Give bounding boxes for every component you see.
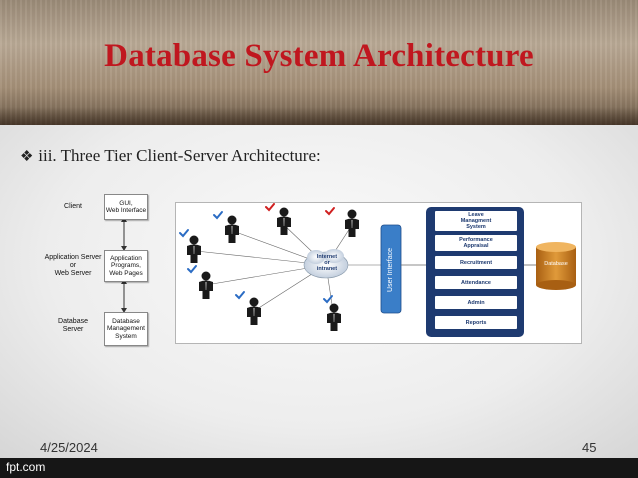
check-icon [323,295,333,304]
user-icon [327,303,341,331]
dbms-box-line1: Database [112,317,140,325]
check-icon [325,207,335,216]
dbms-box-line2: Management [107,325,145,333]
check-icon [179,229,189,238]
cloud-label-line3: intranet [316,266,338,272]
user-icon [277,207,291,235]
footer-bar: fpt.com [0,458,638,478]
check-icon [235,291,245,300]
db-server-label-line1: Database [58,318,88,325]
hr-system-diagram: Internet or intranet User Interface Leav… [175,202,582,344]
arrow-down-icon [121,308,127,313]
app-server-label-line2: or [69,262,77,269]
gui-box-line1: GUI, [119,199,133,207]
db-server-label: Database Server [52,318,94,334]
app-box-line2: Programs, [111,262,141,270]
user-icon [187,235,201,263]
gui-box-line2: Web Interface [105,207,147,214]
module-label-line2: Managment [460,218,492,224]
cloud-label-line1: Internet [316,254,338,260]
module-recruitment: Recruitment [434,255,518,270]
title-banner [0,0,638,125]
gui-box: GUI,Web Interface [104,194,148,220]
module-reports: Reports [434,315,518,330]
check-icon [213,211,223,220]
brand-link[interactable]: fpt.com [6,460,46,474]
user-icon [247,297,261,325]
check-icon [187,265,197,274]
arrow-down-icon [121,246,127,251]
module-attendance: Attendance [434,275,518,290]
database-label: Database [544,261,568,267]
slide-page-number: 45 [582,440,597,455]
user-icon [199,271,213,299]
slide-date: 4/25/2024 [40,440,98,455]
module-label-line2: Appraisal [463,243,489,249]
app-server-label-line3: Web Server [54,270,92,277]
app-server-label-line1: Application Server [44,254,102,261]
cloud-icon [303,249,349,279]
app-box-line1: Application [110,254,142,262]
network-graphic [179,203,576,337]
cloud-label: Internet or intranet [312,254,342,272]
user-interface-label: User Interface [387,248,394,292]
module-admin: Admin [434,295,518,310]
cloud-label-line2: or [324,260,330,266]
bullet-point: ❖ iii. Three Tier Client-Server Architec… [20,146,321,166]
client-label: Client [64,203,82,210]
module-label-line1: Performance [459,237,493,243]
dbms-box-line3: System [115,332,137,340]
user-icon [225,215,239,243]
check-icon [265,203,275,212]
check-marks [179,203,335,304]
module-label-line1: Leave [468,212,484,218]
network-links [195,224,381,312]
app-server-label: Application Server or Web Server [42,254,104,278]
user-interface-bar [380,224,402,314]
diamond-bullet-icon: ❖ [20,149,34,165]
bullet-text: iii. Three Tier Client-Server Architectu… [38,146,321,165]
database-icon [536,242,576,290]
app-box-line3: Web Pages [109,269,143,277]
slide-title: Database System Architecture [104,38,534,74]
module-label-line3: System [466,224,486,230]
db-server-label-line2: Server [62,326,84,333]
